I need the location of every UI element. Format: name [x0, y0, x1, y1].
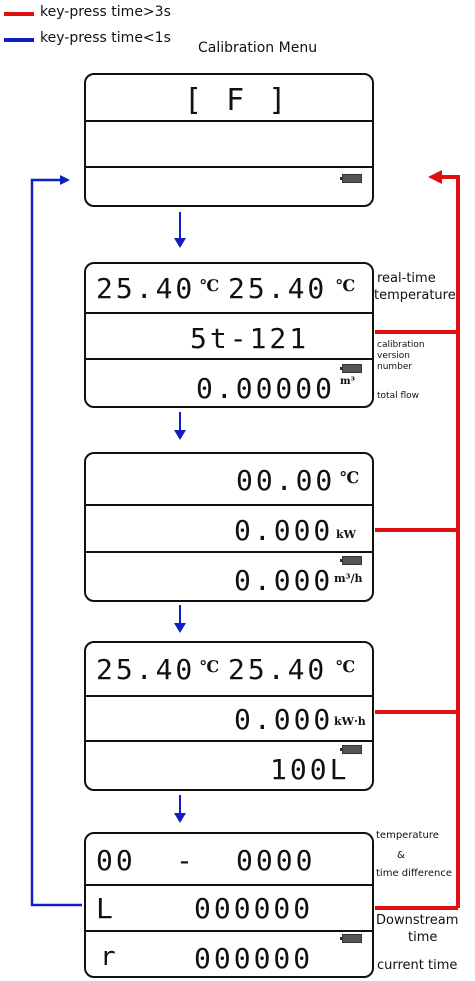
lcd-downstream-time: 000000: [194, 892, 314, 925]
unit-kw: kW: [336, 528, 356, 541]
battery-icon: [340, 364, 362, 373]
panel-divider: [86, 930, 372, 932]
lcd-diff-right: 0000: [236, 844, 316, 877]
battery-icon: [340, 745, 362, 754]
unit-celsius-left: ℃: [200, 657, 220, 676]
panel-divider: [86, 504, 372, 506]
lcd-panel-1: [ F ]: [84, 73, 374, 207]
blue-return-loop: [30, 178, 82, 907]
battery-icon: [340, 174, 362, 183]
annotation-version: version: [377, 351, 410, 361]
lcd-temp-left: 25.40: [96, 653, 196, 686]
annotation-temperature: temperature: [374, 288, 456, 303]
lcd-total-flow: 0.00000: [196, 372, 336, 405]
lcd-panel-3: 00.00 ℃ 0.000 kW 0.000 m³/h: [84, 452, 374, 602]
lcd-panel-4: 25.40 ℃ 25.40 ℃ 0.000 kW·h 100L: [84, 641, 374, 791]
annotation-time-difference: time difference: [376, 868, 452, 879]
panel-divider: [86, 358, 372, 360]
lcd-display-f: [ F ]: [184, 83, 290, 118]
unit-celsius-right: ℃: [336, 657, 356, 676]
annotation-calibration: calibration: [377, 340, 425, 350]
lcd-temp-right: 25.40: [228, 653, 328, 686]
lcd-temp-left: 25.40: [96, 272, 196, 305]
lcd-power: 0.000: [234, 514, 334, 547]
lcd-flow-rate: 0.000: [234, 564, 334, 597]
battery-icon: [340, 556, 362, 565]
lcd-current-label: r: [100, 942, 119, 972]
battery-icon: [340, 934, 362, 943]
panel-divider: [86, 551, 372, 553]
red-return-loop: [375, 175, 460, 910]
lcd-diff-dash: -: [176, 844, 196, 877]
lcd-panel-2: 25.40 ℃ 25.40 ℃ 5t-121 0.00000 m³: [84, 262, 374, 408]
legend-blue-swatch: [4, 38, 34, 42]
lcd-temp-right: 25.40: [228, 272, 328, 305]
lcd-pipe-size: 100L: [270, 753, 350, 786]
unit-celsius-left: ℃: [200, 276, 220, 295]
annotation-real-time: real-time: [377, 271, 436, 286]
unit-kwh: kW·h: [334, 715, 366, 728]
panel-divider: [86, 740, 372, 742]
lcd-energy: 0.000: [234, 703, 334, 736]
lcd-current-time: 000000: [194, 942, 314, 975]
panel-divider: [86, 120, 372, 122]
lcd-calibration-version: 5t-121: [190, 322, 310, 355]
annotation-number: number: [377, 362, 413, 372]
panel-divider: [86, 166, 372, 168]
panel-divider: [86, 695, 372, 697]
lcd-panel-5: 00 - 0000 L 000000 r 000000: [84, 832, 374, 978]
legend-red-swatch: [4, 12, 34, 16]
lcd-diff-left: 00: [96, 844, 136, 877]
annotation-downstream: Downstream: [376, 913, 459, 928]
panel-divider: [86, 312, 372, 314]
annotation-current-time: current time: [377, 958, 458, 973]
annotation-ampersand: &: [397, 850, 405, 861]
annotation-time: time: [408, 930, 438, 945]
red-return-arrowhead: [428, 170, 442, 184]
unit-celsius-right: ℃: [336, 276, 356, 295]
blue-return-arrowhead: [60, 175, 70, 185]
annotation-temperature-diff: temperature: [376, 830, 439, 841]
legend-red-label: key-press time>3s: [40, 4, 171, 20]
blue-down-arrows: [174, 212, 186, 823]
diagram-title: Calibration Menu: [198, 40, 318, 56]
panel-divider: [86, 884, 372, 886]
unit-celsius: ℃: [340, 468, 360, 487]
legend-blue-label: key-press time<1s: [40, 30, 171, 46]
lcd-downstream-label: L: [96, 892, 116, 925]
annotation-total-flow: total flow: [377, 391, 419, 401]
unit-cubic-meter: m³: [340, 376, 355, 387]
lcd-temp-difference: 00.00: [236, 464, 336, 497]
unit-cubic-meter-per-hour: m³/h: [334, 572, 363, 585]
